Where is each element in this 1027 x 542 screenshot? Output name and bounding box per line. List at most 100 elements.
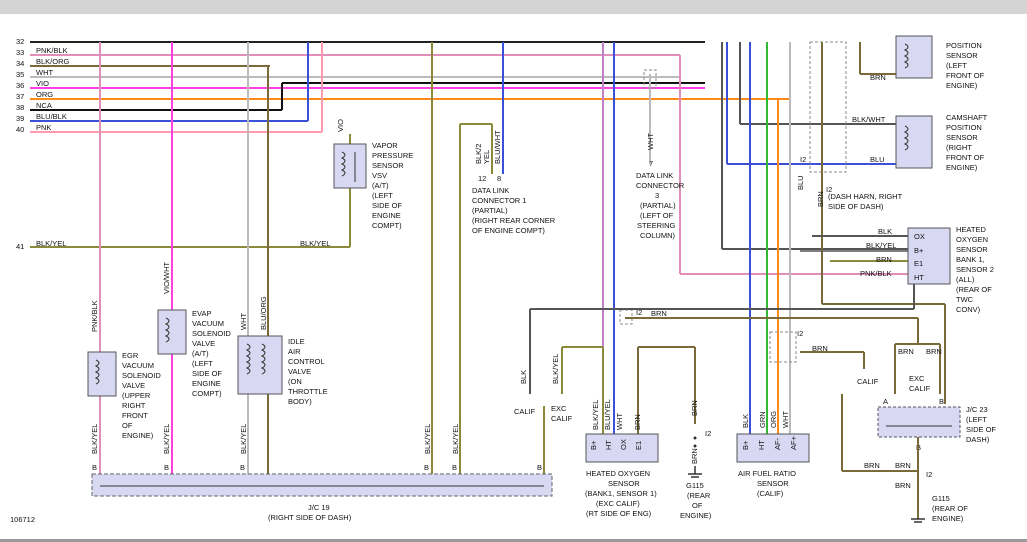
pin-number: 34 <box>16 59 24 68</box>
pin-number: 40 <box>16 125 24 134</box>
svg-text:STEERING: STEERING <box>637 221 676 230</box>
svg-text:VACUUM: VACUUM <box>192 319 224 328</box>
svg-text:B: B <box>92 463 97 472</box>
data-link-connector-1: BLK/2 YEL BLU/WHT 12 8 DATA LINK CONNECT… <box>472 130 556 235</box>
svg-text:B+: B+ <box>914 246 924 255</box>
wire-color-label: NCA <box>36 101 52 110</box>
svg-text:(LEFT: (LEFT <box>372 191 393 200</box>
svg-text:FRONT: FRONT <box>122 411 148 420</box>
svg-text:BRN: BRN <box>651 309 667 318</box>
svg-text:PNK/BLK: PNK/BLK <box>90 300 99 332</box>
svg-text:CONV): CONV) <box>956 305 981 314</box>
svg-text:(A/T): (A/T) <box>192 349 209 358</box>
svg-text:TWC: TWC <box>956 295 974 304</box>
pin-number: 36 <box>16 81 24 90</box>
pin-number: 35 <box>16 70 24 79</box>
wire-color-label: PNK/BLK <box>36 46 68 55</box>
svg-text:(REAR: (REAR <box>687 491 711 500</box>
svg-text:VALVE: VALVE <box>192 339 215 348</box>
svg-text:HT: HT <box>604 440 613 450</box>
svg-text:BRN: BRN <box>870 73 886 82</box>
svg-text:BODY): BODY) <box>288 397 312 406</box>
svg-text:SIDE OF: SIDE OF <box>192 369 222 378</box>
svg-text:BRN: BRN <box>895 461 911 470</box>
svg-text:BRN: BRN <box>690 400 699 416</box>
svg-text:HT: HT <box>757 440 766 450</box>
pin-number: 41 <box>16 242 24 251</box>
wire-color-label: BLU/BLK <box>36 112 67 121</box>
wire-label: BLK/YEL <box>300 239 330 248</box>
svg-text:OF: OF <box>692 501 703 510</box>
svg-text:7: 7 <box>649 159 653 168</box>
svg-text:G115: G115 <box>932 494 950 503</box>
svg-text:THROTTLE: THROTTLE <box>288 387 328 396</box>
svg-text:BRN: BRN <box>898 347 914 356</box>
calif-branch-left: BLK BLK/YEL CALIF EXC CALIF I2 BRN <box>514 284 919 474</box>
svg-text:ENGINE): ENGINE) <box>946 81 978 90</box>
svg-text:VACUUM: VACUUM <box>122 361 154 370</box>
svg-text:SENSOR: SENSOR <box>372 161 404 170</box>
svg-text:A: A <box>883 397 888 406</box>
svg-text:POSITION: POSITION <box>946 123 982 132</box>
svg-text:AF+: AF+ <box>789 435 798 450</box>
svg-text:EXC: EXC <box>909 374 925 383</box>
svg-text:B: B <box>164 463 169 472</box>
svg-text:FRONT OF: FRONT OF <box>946 71 985 80</box>
wiring-diagram: 32 33 34 35 36 37 38 39 40 41 PNK/BLK BL… <box>10 35 996 524</box>
svg-text:I2: I2 <box>636 308 642 317</box>
svg-text:(A/T): (A/T) <box>372 181 389 190</box>
junction-connector-19[interactable]: B B B B B B J/C 19 (RIGHT SIDE OF DASH) <box>91 463 553 522</box>
svg-text:BLK/YEL: BLK/YEL <box>591 400 600 430</box>
svg-text:VIO/WHT: VIO/WHT <box>162 262 171 294</box>
svg-text:(LEFT: (LEFT <box>192 359 213 368</box>
svg-text:SIDE OF: SIDE OF <box>372 201 402 210</box>
svg-text:I2: I2 <box>797 329 803 338</box>
svg-text:OF: OF <box>122 421 133 430</box>
svg-text:BLU/YEL: BLU/YEL <box>603 399 612 430</box>
svg-text:HEATED: HEATED <box>956 225 986 234</box>
harness-wires <box>30 41 790 248</box>
svg-text:E1: E1 <box>634 441 643 450</box>
svg-text:SIDE OF: SIDE OF <box>966 425 996 434</box>
heated-oxygen-sensor-bank1-sensor2: OX B+ E1 HT BLK BLK/YEL BRN PNK/BLK HEAT… <box>860 225 994 314</box>
svg-text:AF-: AF- <box>773 437 782 450</box>
svg-text:SIDE OF DASH): SIDE OF DASH) <box>828 202 884 211</box>
svg-text:ENGINE): ENGINE) <box>932 514 964 523</box>
svg-text:(PARTIAL): (PARTIAL) <box>472 206 508 215</box>
svg-text:(DASH HARN, RIGHT: (DASH HARN, RIGHT <box>828 192 903 201</box>
svg-text:B: B <box>939 397 944 406</box>
svg-text:BLK: BLK <box>878 227 892 236</box>
svg-text:VAPOR: VAPOR <box>372 141 398 150</box>
svg-text:VALVE: VALVE <box>122 381 145 390</box>
svg-text:E1: E1 <box>914 259 923 268</box>
svg-text:BRN: BRN <box>633 414 642 430</box>
svg-text:B: B <box>537 463 542 472</box>
svg-text:SOLENOID: SOLENOID <box>122 371 161 380</box>
heated-oxygen-sensor-bank1-sensor1: BLK/YEL BLU/YEL WHT BRN B+ HT OX E1 HEAT… <box>585 399 659 518</box>
svg-text:WHT: WHT <box>646 133 655 150</box>
egr-vacuum-solenoid-valve: PNK/BLK EGR VACUUM SOLENOID VALVE (UPPER… <box>87 300 161 454</box>
svg-text:SENSOR: SENSOR <box>946 51 978 60</box>
wire-color-label: BLK/ORG <box>36 57 70 66</box>
diagram-id: 106712 <box>10 515 35 524</box>
air-fuel-ratio-sensor: BLK GRN ORG WHT I2 BRN B+ HT AF- AF+ AIR… <box>736 329 828 498</box>
svg-text:I2: I2 <box>705 429 711 438</box>
svg-text:WHT: WHT <box>615 413 624 430</box>
svg-text:YEL: YEL <box>482 150 491 164</box>
svg-text:BRN: BRN <box>895 481 911 490</box>
svg-text:(CALIF): (CALIF) <box>757 489 784 498</box>
svg-text:(REAR OF: (REAR OF <box>932 504 968 513</box>
camshaft-position-sensor-right: BLK/WHT BLU CAMSHAFT POSITION SENSOR (RI… <box>852 113 988 172</box>
evap-vacuum-solenoid-valve: VIO/WHT EVAP VACUUM SOLENOID VALVE (A/T)… <box>157 262 231 454</box>
svg-text:(LEFT OF: (LEFT OF <box>640 211 674 220</box>
svg-text:BLU: BLU <box>870 155 885 164</box>
svg-text:I2: I2 <box>826 185 832 194</box>
ground-g115-engine: BRN I2 BRN G115 (REAR OF ENGINE) <box>680 400 712 520</box>
svg-text:AIR FUEL RATIO: AIR FUEL RATIO <box>738 469 796 478</box>
svg-text:BLK: BLK <box>741 414 750 428</box>
camshaft-position-sensor-left: BRN POSITION SENSOR (LEFT FRONT OF ENGIN… <box>870 35 985 90</box>
svg-text:EGR: EGR <box>122 351 139 360</box>
svg-text:B: B <box>424 463 429 472</box>
svg-text:SOLENOID: SOLENOID <box>192 329 231 338</box>
svg-text:BLK/YEL: BLK/YEL <box>239 424 248 454</box>
